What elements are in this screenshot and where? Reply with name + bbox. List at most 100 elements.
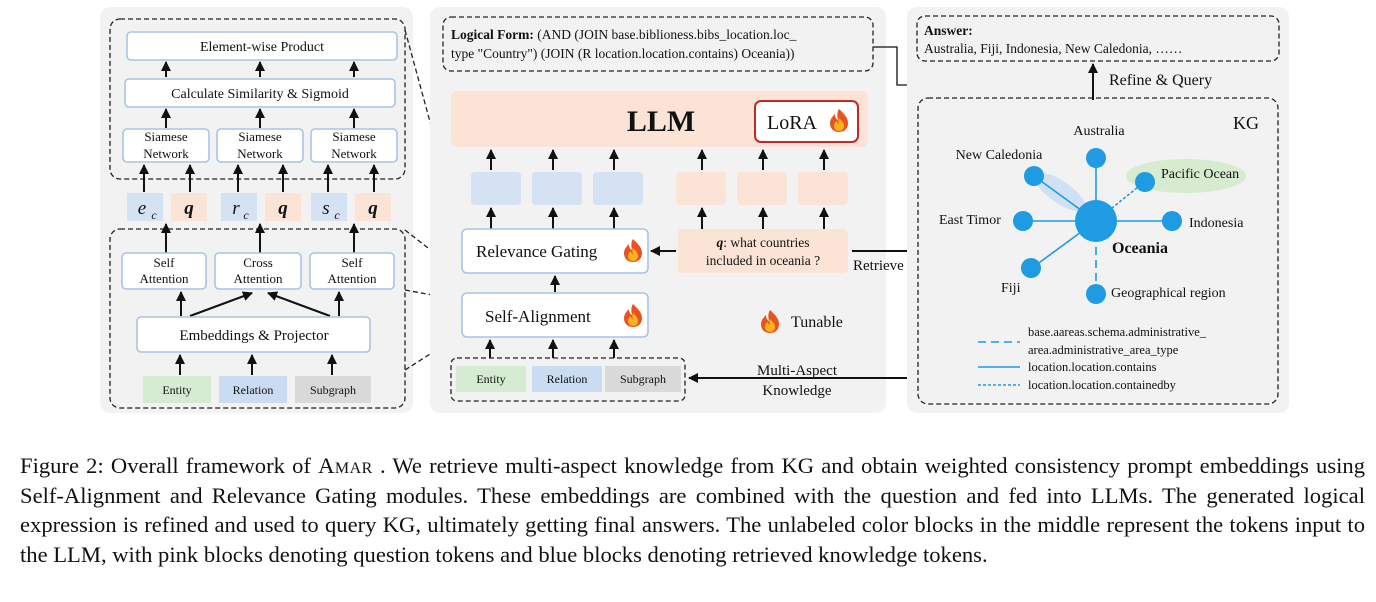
question-box — [678, 229, 848, 273]
kg-label: KG — [1233, 113, 1259, 133]
kg-label-indonesia: Indonesia — [1189, 216, 1244, 231]
left-entity-input — [143, 376, 211, 403]
caption-prefix: Figure 2: Overall framework of — [20, 453, 319, 478]
answer-text: Australia, Fiji, Indonesia, New Caledoni… — [924, 41, 1182, 56]
kg-node-indonesia — [1162, 211, 1182, 231]
svg-text:Self: Self — [154, 255, 176, 270]
question-text: q: what countries — [717, 235, 810, 250]
refine-query-label: Refine & Query — [1109, 72, 1212, 89]
svg-text:c: c — [243, 208, 249, 222]
kg-label-australia: Australia — [1073, 124, 1125, 139]
siamese-network-3: Siamese Network — [310, 128, 398, 163]
framework-figure: text { font-family:"Liberation Serif","D… — [100, 7, 1289, 413]
siamese-network-1: Siamese Network — [122, 128, 210, 163]
svg-text:Attention: Attention — [327, 271, 377, 286]
svg-text:Attention: Attention — [233, 271, 283, 286]
self-alignment-box — [461, 292, 649, 338]
svg-text:Network: Network — [143, 146, 189, 161]
relevance-gating-box — [461, 228, 649, 274]
question-text-line2: included in oceania ? — [706, 253, 820, 268]
vector-question-3: q — [355, 193, 391, 221]
similarity-sigmoid-label: Calculate Similarity & Sigmoid — [171, 87, 349, 102]
middle-relation-input — [532, 366, 602, 392]
self-alignment-label: Self-Alignment — [485, 307, 591, 326]
svg-text:c: c — [334, 208, 340, 222]
left-relation-input — [219, 376, 287, 403]
svg-text:Cross: Cross — [243, 255, 273, 270]
new-caledonia-highlight — [1034, 172, 1086, 212]
svg-text:Siamese: Siamese — [238, 129, 282, 144]
pacific-ocean-highlight — [1126, 159, 1246, 193]
svg-text:Siamese: Siamese — [332, 129, 376, 144]
kg-node-fiji — [1021, 258, 1041, 278]
knowledge-token-2 — [532, 172, 582, 205]
svg-text:Self: Self — [342, 255, 364, 270]
svg-text:s: s — [322, 198, 329, 219]
left-subgraph-label: Subgraph — [310, 383, 356, 397]
svg-text:Network: Network — [331, 146, 377, 161]
answer-box — [916, 15, 1280, 62]
middle-panel — [430, 7, 886, 413]
kg-label-east-timor: East Timor — [939, 213, 1001, 228]
kg-node-pacific-ocean — [1135, 172, 1155, 192]
kg-label-new-caledonia: New Caledonia — [956, 148, 1043, 163]
left-entity-label: Entity — [162, 383, 191, 397]
caption-model-name: Amar — [318, 453, 373, 478]
llm-label: LLM — [627, 105, 695, 138]
retrieve-label: Retrieve — [853, 258, 904, 274]
vector-question-2: q — [265, 193, 301, 221]
logical-form-text-line2: type "Country") (JOIN (R location.locati… — [451, 46, 795, 61]
svg-text:location.location.contains: location.location.contains — [1028, 360, 1157, 374]
question-token-1 — [676, 172, 726, 205]
self-attention-box-2: Self Attention — [309, 252, 395, 290]
vector-question-1: q — [171, 193, 207, 221]
left-subgraph-input — [295, 376, 371, 403]
svg-text:Attention: Attention — [139, 271, 189, 286]
kg-node-oceania — [1075, 200, 1117, 242]
svg-text:c: c — [151, 208, 157, 222]
tunable-label: Tunable — [791, 314, 843, 331]
middle-subgraph-input — [605, 366, 681, 392]
cross-attention-box: Cross Attention — [214, 252, 302, 290]
relevance-gating-label: Relevance Gating — [476, 242, 598, 261]
question-token-3 — [798, 172, 848, 205]
left-relation-label: Relation — [233, 383, 274, 397]
answer-label: Answer: — [924, 23, 973, 38]
self-attention-box-1: Self Attention — [121, 252, 207, 290]
element-wise-product-label: Element-wise Product — [200, 40, 324, 55]
similarity-sigmoid-box — [124, 78, 396, 108]
element-wise-product-box — [126, 31, 398, 61]
svg-text:base.aareas.schema.administrat: base.aareas.schema.administrative_ — [1028, 325, 1207, 339]
knowledge-label: Knowledge — [762, 383, 831, 399]
kg-label-oceania: Oceania — [1112, 240, 1168, 257]
kg-node-new-caledonia — [1024, 166, 1044, 186]
kg-node-east-timor — [1013, 211, 1033, 231]
svg-text:Siamese: Siamese — [144, 129, 188, 144]
logical-form-box — [442, 16, 874, 72]
knowledge-token-3 — [593, 172, 643, 205]
middle-relation-label: Relation — [547, 372, 588, 386]
svg-text:Network: Network — [237, 146, 283, 161]
embeddings-projector-label: Embeddings & Projector — [179, 328, 328, 344]
middle-entity-label: Entity — [476, 372, 505, 386]
kg-label-pacific-ocean: Pacific Ocean — [1161, 167, 1239, 182]
logical-form-text: Logical Form: (AND (JOIN base.biblioness… — [451, 27, 797, 42]
svg-text:q: q — [184, 198, 194, 219]
kg-legend: base.aareas.schema.administrative_ area.… — [978, 325, 1207, 392]
knowledge-token-1 — [471, 172, 521, 205]
svg-text:q: q — [278, 198, 288, 219]
kg-label-geographical-region: Geographical region — [1111, 286, 1226, 301]
caption-body: . We retrieve multi-aspect knowledge fro… — [20, 453, 1365, 567]
middle-entity-input — [456, 366, 526, 392]
question-token-2 — [737, 172, 787, 205]
svg-text:area.administrative_area_type: area.administrative_area_type — [1028, 343, 1179, 357]
multi-aspect-label: Multi-Aspect — [757, 363, 838, 379]
figure-caption: Figure 2: Overall framework of Amar . We… — [20, 451, 1365, 569]
kg-node-geographical-region — [1086, 284, 1106, 304]
vector-subgraph-context: s c — [311, 193, 347, 222]
svg-text:location.location.containedby: location.location.containedby — [1028, 378, 1177, 392]
svg-text:e: e — [138, 198, 146, 219]
lora-box — [754, 100, 859, 143]
kg-node-australia — [1086, 148, 1106, 168]
lora-label: LoRA — [767, 112, 818, 134]
